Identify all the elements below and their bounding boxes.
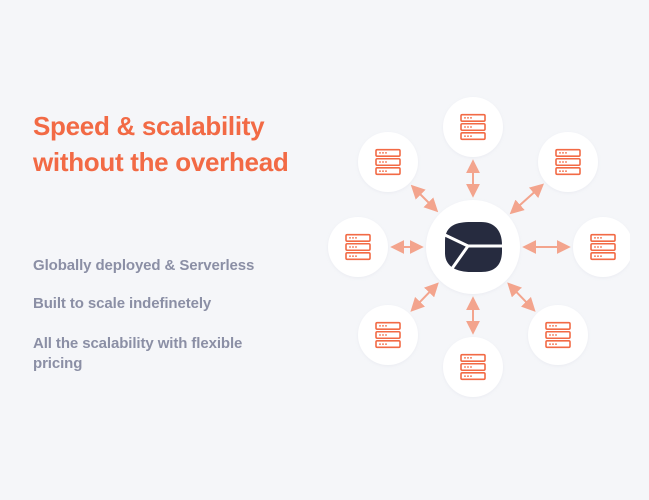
server-node [528,305,588,365]
central-hub [426,200,520,294]
server-rack-icon [460,353,486,381]
headline: Speed & scalability without the overhead [33,111,289,177]
connection-arrow [410,184,439,213]
server-node [443,97,503,157]
server-rack-icon [555,148,581,176]
feature-item: Built to scale indefinetely [33,295,212,312]
server-rack-icon [545,321,571,349]
server-node [573,217,630,277]
server-rack-icon [460,113,486,141]
server-node [443,337,503,397]
server-node [358,305,418,365]
logo-mark-icon [443,222,504,272]
server-nodes [328,97,630,397]
connection-arrow [410,282,439,312]
server-node [538,132,598,192]
server-rack-icon [375,148,401,176]
server-node [328,217,388,277]
connection-arrow [509,183,545,215]
server-rack-icon [375,321,401,349]
server-rack-icon [590,233,616,261]
connection-arrow [507,282,536,312]
feature-item: Globally deployed & Serverless [33,257,255,274]
server-network-diagram [328,97,630,397]
connection-arrows [390,159,571,335]
server-rack-icon [345,233,371,261]
server-node [358,132,418,192]
feature-item: All the scalability with flexible pricin… [33,335,243,372]
